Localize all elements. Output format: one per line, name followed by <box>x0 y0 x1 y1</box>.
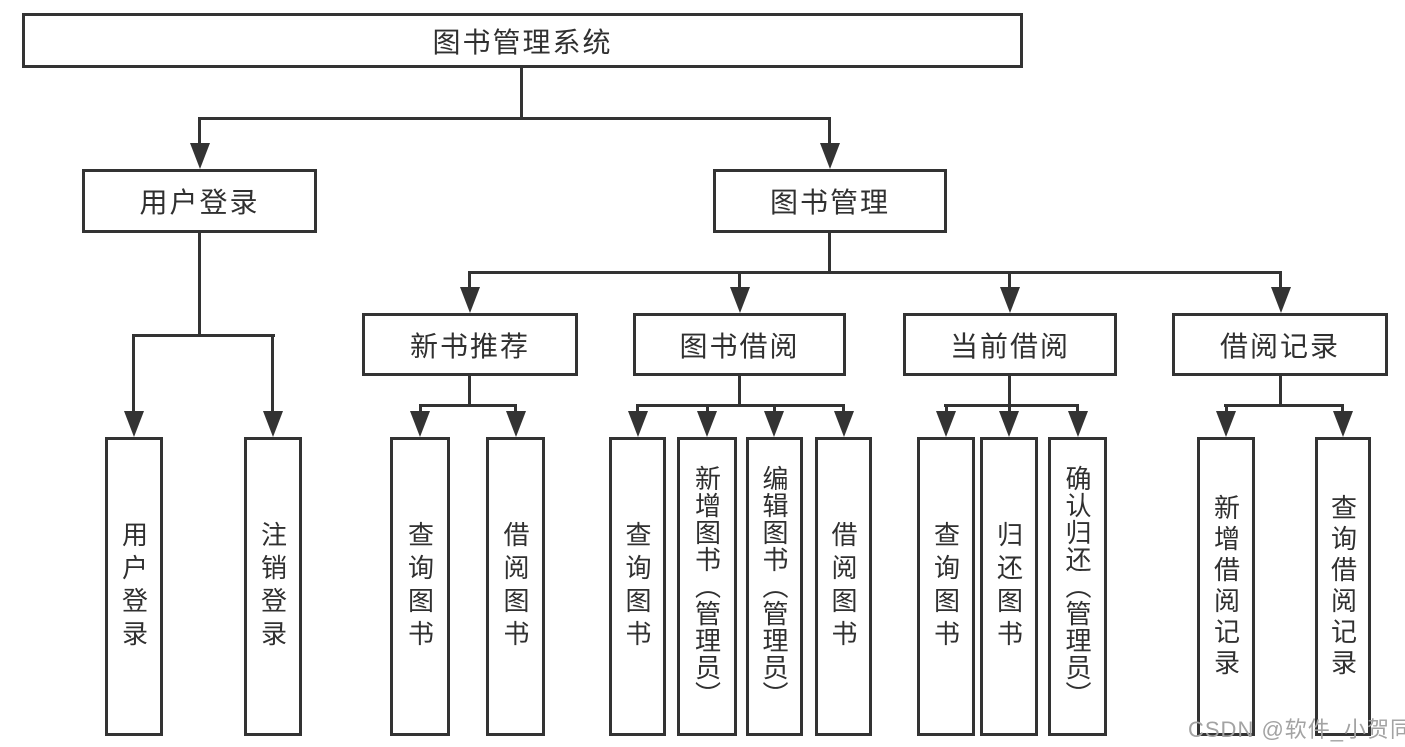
leaf-query-books: 查询图书 <box>390 437 450 736</box>
connector-line <box>773 404 776 416</box>
connector-line <box>520 68 523 120</box>
arrow-down-icon <box>506 411 526 437</box>
arrow-down-icon <box>697 411 717 437</box>
connector-line <box>1008 376 1011 406</box>
arrow-down-icon <box>1068 411 1088 437</box>
connector-line <box>842 404 845 416</box>
node-borrowing-records: 借阅记录 <box>1172 313 1388 376</box>
connector-line <box>828 117 831 146</box>
leaf-add-borrow-record: 新增借阅记录 <box>1197 437 1255 736</box>
connector-line <box>1279 271 1282 291</box>
leaf-query-books: 查询图书 <box>609 437 666 736</box>
node-current-borrowing: 当前借阅 <box>903 313 1117 376</box>
connector-line <box>468 271 471 291</box>
arrow-down-icon <box>764 411 784 437</box>
leaf-return-books: 归还图书 <box>980 437 1038 736</box>
connector-line <box>198 233 201 336</box>
arrow-down-icon <box>263 411 283 437</box>
connector-line <box>636 404 845 407</box>
arrow-down-icon <box>820 143 840 169</box>
leaf-user-login: 用户登录 <box>105 437 163 736</box>
connector-line <box>419 404 517 407</box>
arrow-down-icon <box>730 287 750 313</box>
leaf-edit-books-admin: 编辑图书（管理员） <box>746 437 803 736</box>
connector-line <box>198 117 831 120</box>
arrow-down-icon <box>628 411 648 437</box>
node-book-management: 图书管理 <box>713 169 947 233</box>
connector-line <box>1076 404 1079 416</box>
connector-line <box>706 404 709 416</box>
arrow-down-icon <box>999 411 1019 437</box>
leaf-add-books-admin: 新增图书（管理员） <box>677 437 737 736</box>
connector-line <box>738 376 741 406</box>
arrow-down-icon <box>936 411 956 437</box>
watermark-text: CSDN @软件_小贺同学 <box>1188 717 1405 742</box>
arrow-down-icon <box>124 411 144 437</box>
connector-line <box>419 404 422 416</box>
connector-line <box>828 233 831 274</box>
connector-line <box>944 404 1079 407</box>
connector-line <box>1224 404 1344 407</box>
connector-line <box>1225 404 1228 416</box>
arrow-down-icon <box>190 143 210 169</box>
arrow-down-icon <box>410 411 430 437</box>
connector-line <box>132 334 135 414</box>
connector-line <box>132 334 275 337</box>
connector-line <box>468 271 1282 274</box>
leaf-borrow-books: 借阅图书 <box>815 437 872 736</box>
arrow-down-icon <box>1216 411 1236 437</box>
arrow-down-icon <box>1271 287 1291 313</box>
leaf-query-borrow-record: 查询借阅记录 <box>1315 437 1371 736</box>
connector-line <box>738 271 741 291</box>
leaf-borrow-books: 借阅图书 <box>486 437 545 736</box>
arrow-down-icon <box>834 411 854 437</box>
connector-line <box>636 404 639 416</box>
node-book-management-system: 图书管理系统 <box>22 13 1023 68</box>
node-new-book-recommend: 新书推荐 <box>362 313 578 376</box>
connector-line <box>1279 376 1282 406</box>
connector-line <box>1341 404 1344 416</box>
leaf-logout: 注销登录 <box>244 437 302 736</box>
connector-line <box>1008 271 1011 291</box>
leaf-query-books: 查询图书 <box>917 437 975 736</box>
node-user-login: 用户登录 <box>82 169 317 233</box>
connector-line <box>468 376 471 406</box>
node-book-borrowing: 图书借阅 <box>633 313 846 376</box>
connector-line <box>514 404 517 416</box>
connector-line <box>271 334 274 414</box>
arrow-down-icon <box>460 287 480 313</box>
connector-line <box>1008 404 1011 416</box>
arrow-down-icon <box>1000 287 1020 313</box>
connector-line <box>945 404 948 416</box>
connector-line <box>198 117 201 146</box>
arrow-down-icon <box>1333 411 1353 437</box>
leaf-confirm-return-admin: 确认归还（管理员） <box>1048 437 1107 736</box>
